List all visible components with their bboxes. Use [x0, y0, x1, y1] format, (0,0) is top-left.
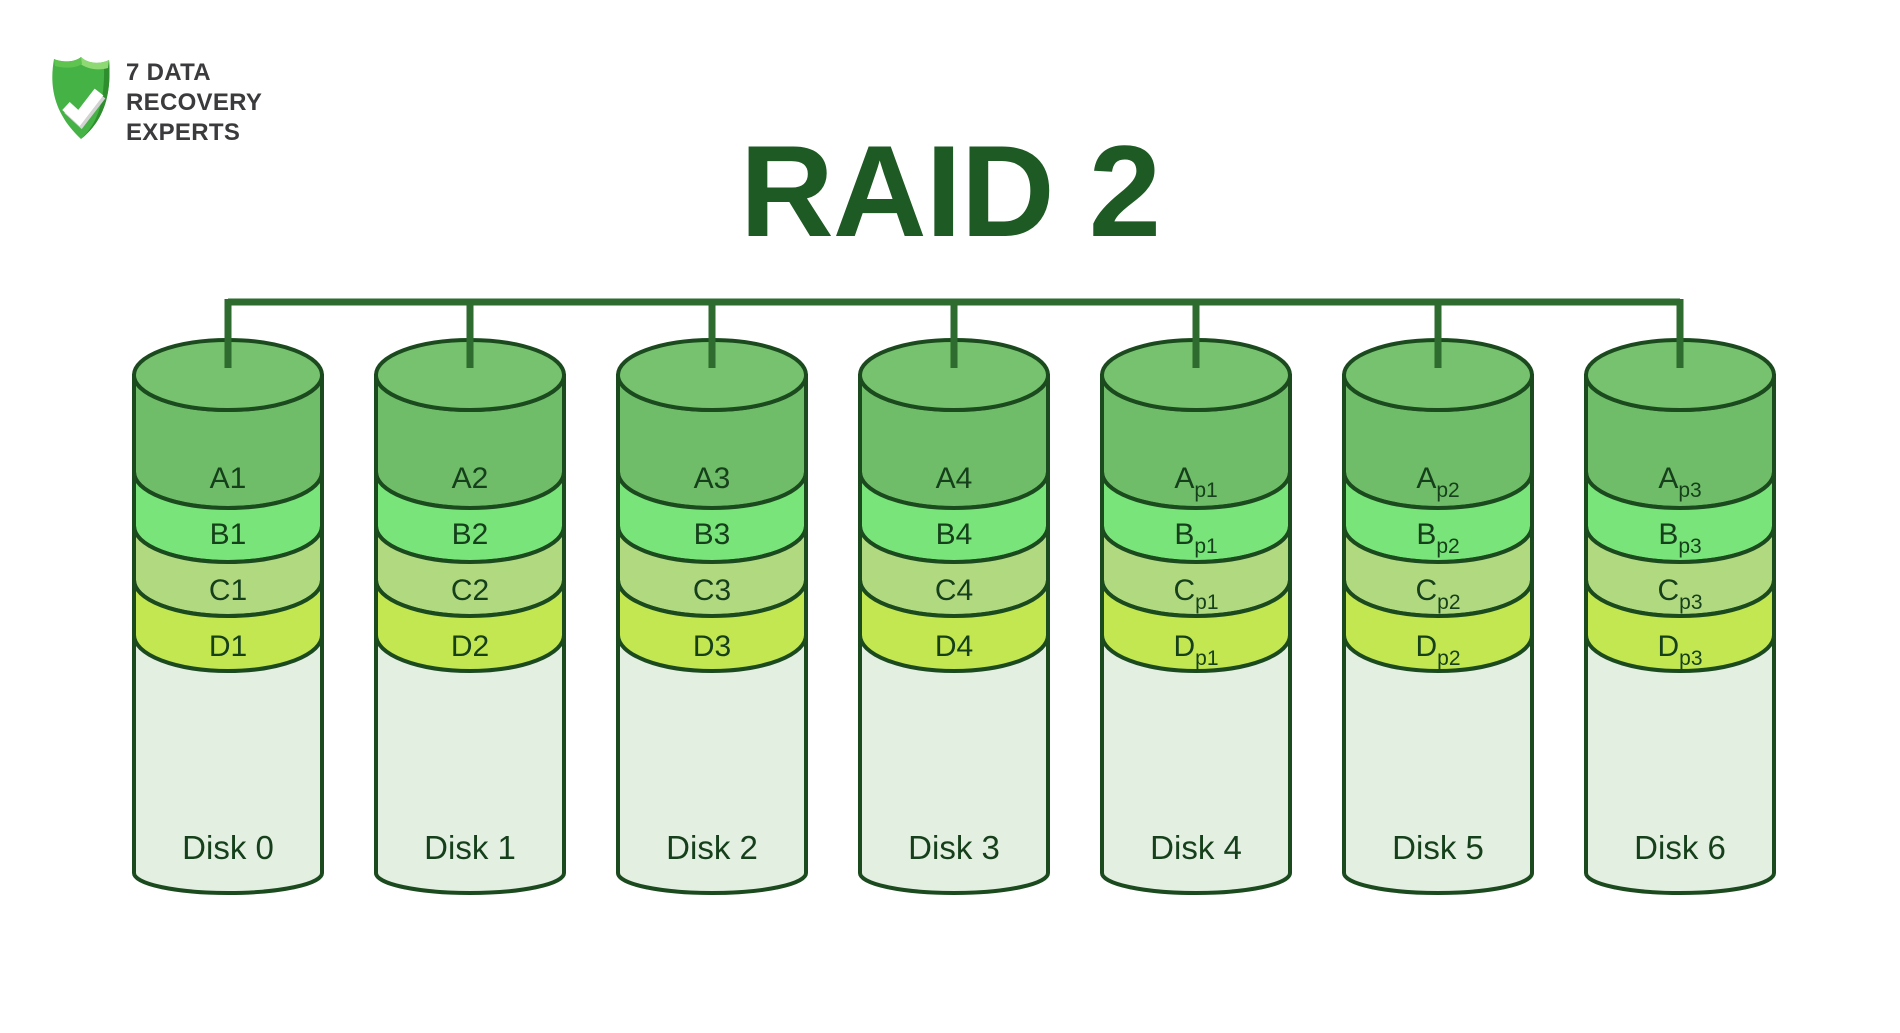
block-label: A1 [210, 462, 247, 495]
disk-name-label: Disk 4 [1150, 829, 1242, 866]
disk-stripe [1584, 578, 1776, 673]
disk-name-label: Disk 0 [182, 829, 274, 866]
disk-name-label: Disk 2 [666, 829, 758, 866]
block-label: A4 [936, 462, 973, 495]
disk-stripe [1342, 578, 1534, 673]
block-label: B4 [936, 518, 973, 551]
disk-stripe [858, 578, 1050, 673]
block-label: D3 [693, 630, 731, 663]
logo-wordmark: 7 DATA RECOVERY EXPERTS [126, 58, 262, 148]
block-label: D1 [209, 630, 247, 663]
page-title: RAID 2 [739, 118, 1161, 264]
shield-check-icon [52, 57, 110, 139]
logo-text-line-1: 7 DATA [126, 59, 211, 86]
disk-stripe [132, 578, 324, 673]
block-label: B1 [210, 518, 247, 551]
block-label: C3 [693, 574, 731, 607]
brand-logo: 7 DATA RECOVERY EXPERTS [48, 54, 262, 148]
disk-stripe [374, 578, 566, 673]
disk-stripe [1100, 578, 1292, 673]
block-label: C4 [935, 574, 973, 607]
block-label: Ap1 [1174, 462, 1217, 502]
block-label: D2 [451, 630, 489, 663]
disk-name-label: Disk 1 [424, 829, 516, 866]
block-label: C2 [451, 574, 489, 607]
logo-text-line-3: EXPERTS [126, 119, 241, 146]
block-label: A2 [452, 462, 489, 495]
disk-name-label: Disk 5 [1392, 829, 1484, 866]
disk-name-label: Disk 6 [1634, 829, 1726, 866]
block-label: C1 [209, 574, 247, 607]
disk-stripe [616, 578, 808, 673]
block-label: B2 [452, 518, 489, 551]
block-label: A3 [694, 462, 731, 495]
block-label: B3 [694, 518, 731, 551]
logo-text-line-2: RECOVERY [126, 89, 263, 116]
block-label: D4 [935, 630, 973, 663]
disk-name-label: Disk 3 [908, 829, 1000, 866]
